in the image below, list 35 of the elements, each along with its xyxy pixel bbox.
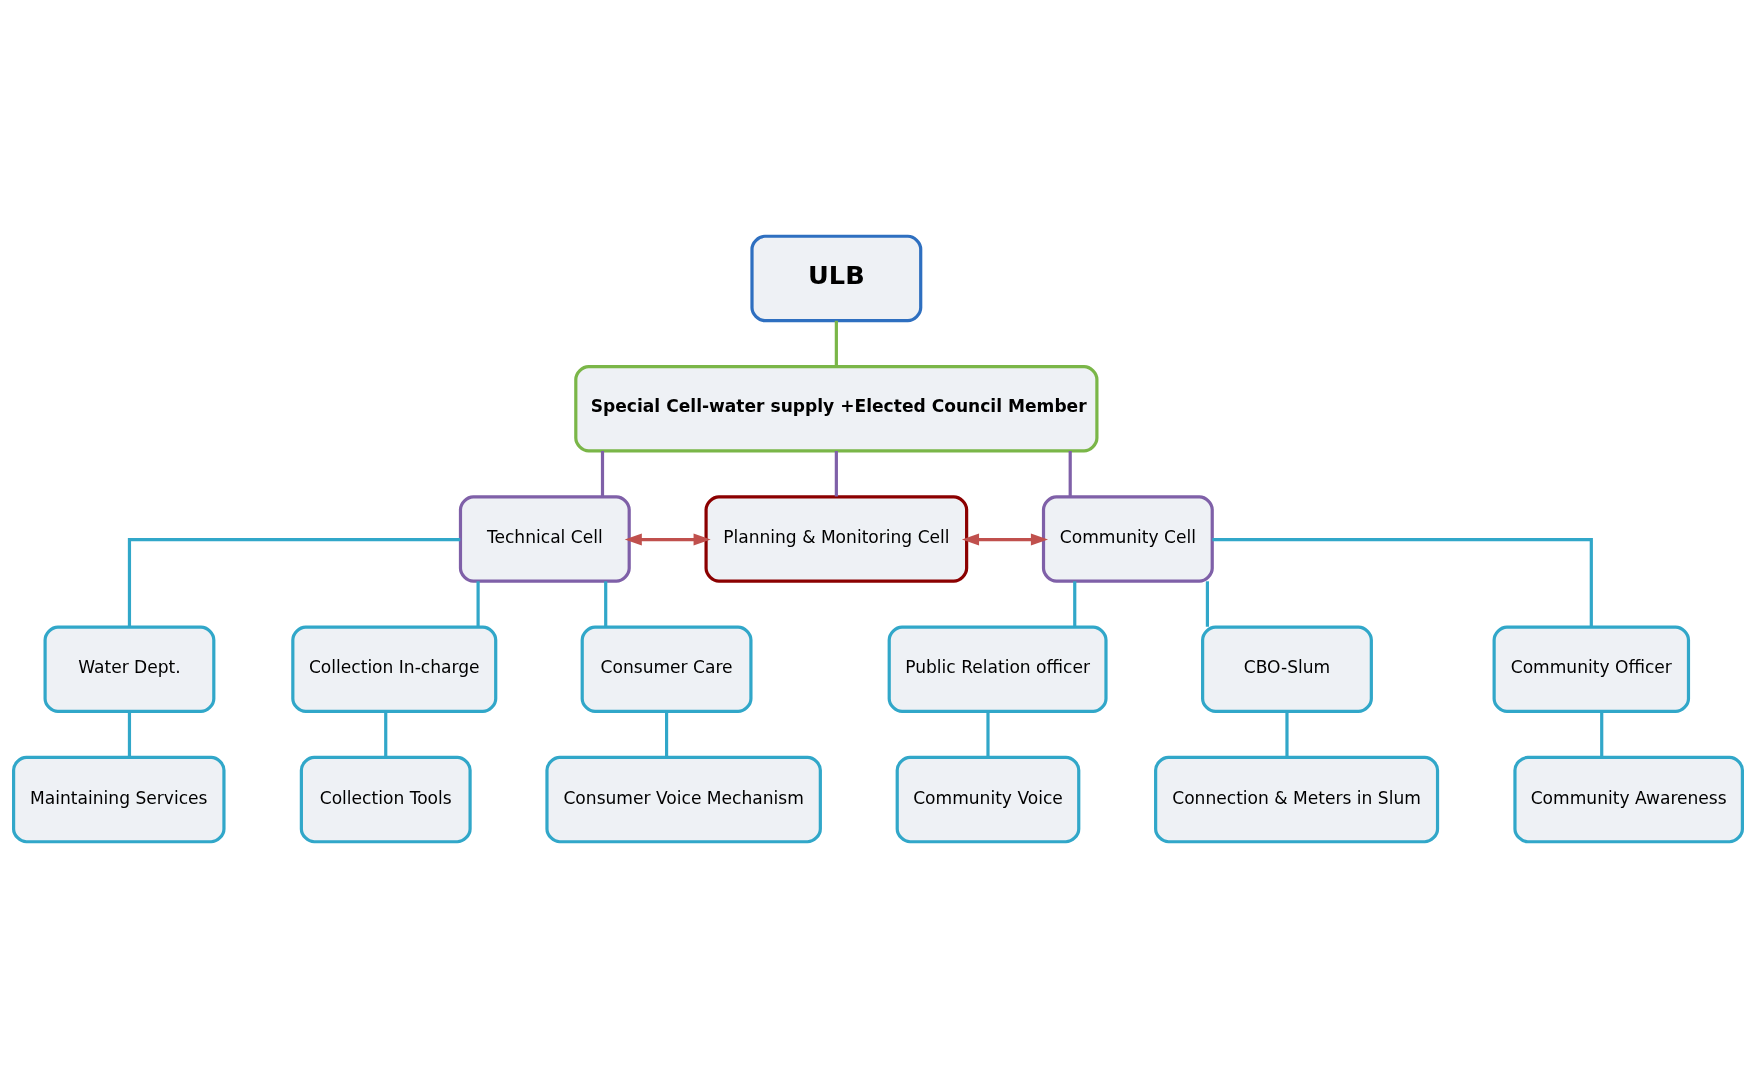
node-box: ULB bbox=[750, 234, 923, 322]
connector bbox=[1068, 450, 1072, 496]
node-box: Planning & Monitoring Cell bbox=[704, 494, 969, 583]
connector bbox=[834, 320, 838, 366]
connector bbox=[1600, 711, 1604, 757]
node-box: Technical Cell bbox=[458, 494, 631, 583]
arrow bbox=[624, 533, 711, 546]
node-box: Community Cell bbox=[1041, 494, 1214, 583]
node-box: Collection Tools bbox=[299, 755, 472, 843]
node-box: Consumer Voice Mechanism bbox=[545, 755, 822, 843]
node-box: Public Relation officer bbox=[887, 625, 1108, 713]
connector bbox=[604, 580, 608, 627]
connector bbox=[600, 450, 605, 496]
connector bbox=[1285, 711, 1289, 757]
connector bbox=[127, 537, 461, 627]
connector bbox=[1073, 580, 1077, 627]
node-box: Collection In-charge bbox=[291, 625, 498, 713]
connector bbox=[834, 450, 838, 496]
connector bbox=[384, 711, 388, 757]
connector bbox=[986, 711, 990, 757]
connector bbox=[1212, 537, 1593, 627]
connector bbox=[476, 580, 480, 627]
node-box: Consumer Care bbox=[580, 625, 753, 713]
node-box: Connection & Meters in Slum bbox=[1154, 755, 1440, 843]
node-box: Maintaining Services bbox=[12, 755, 226, 843]
node-box: Community Awareness bbox=[1513, 755, 1744, 843]
node-box: Water Dept. bbox=[43, 625, 216, 713]
connector bbox=[1205, 580, 1209, 627]
node-box: Community Officer bbox=[1492, 625, 1691, 713]
node-box: Special Cell-water supply +Elected Council Member bbox=[574, 364, 1099, 452]
arrow bbox=[961, 533, 1048, 546]
connector bbox=[127, 711, 132, 757]
node-box: CBO-Slum bbox=[1201, 625, 1373, 713]
node-box: Community Voice bbox=[895, 755, 1081, 843]
connector bbox=[664, 711, 669, 757]
